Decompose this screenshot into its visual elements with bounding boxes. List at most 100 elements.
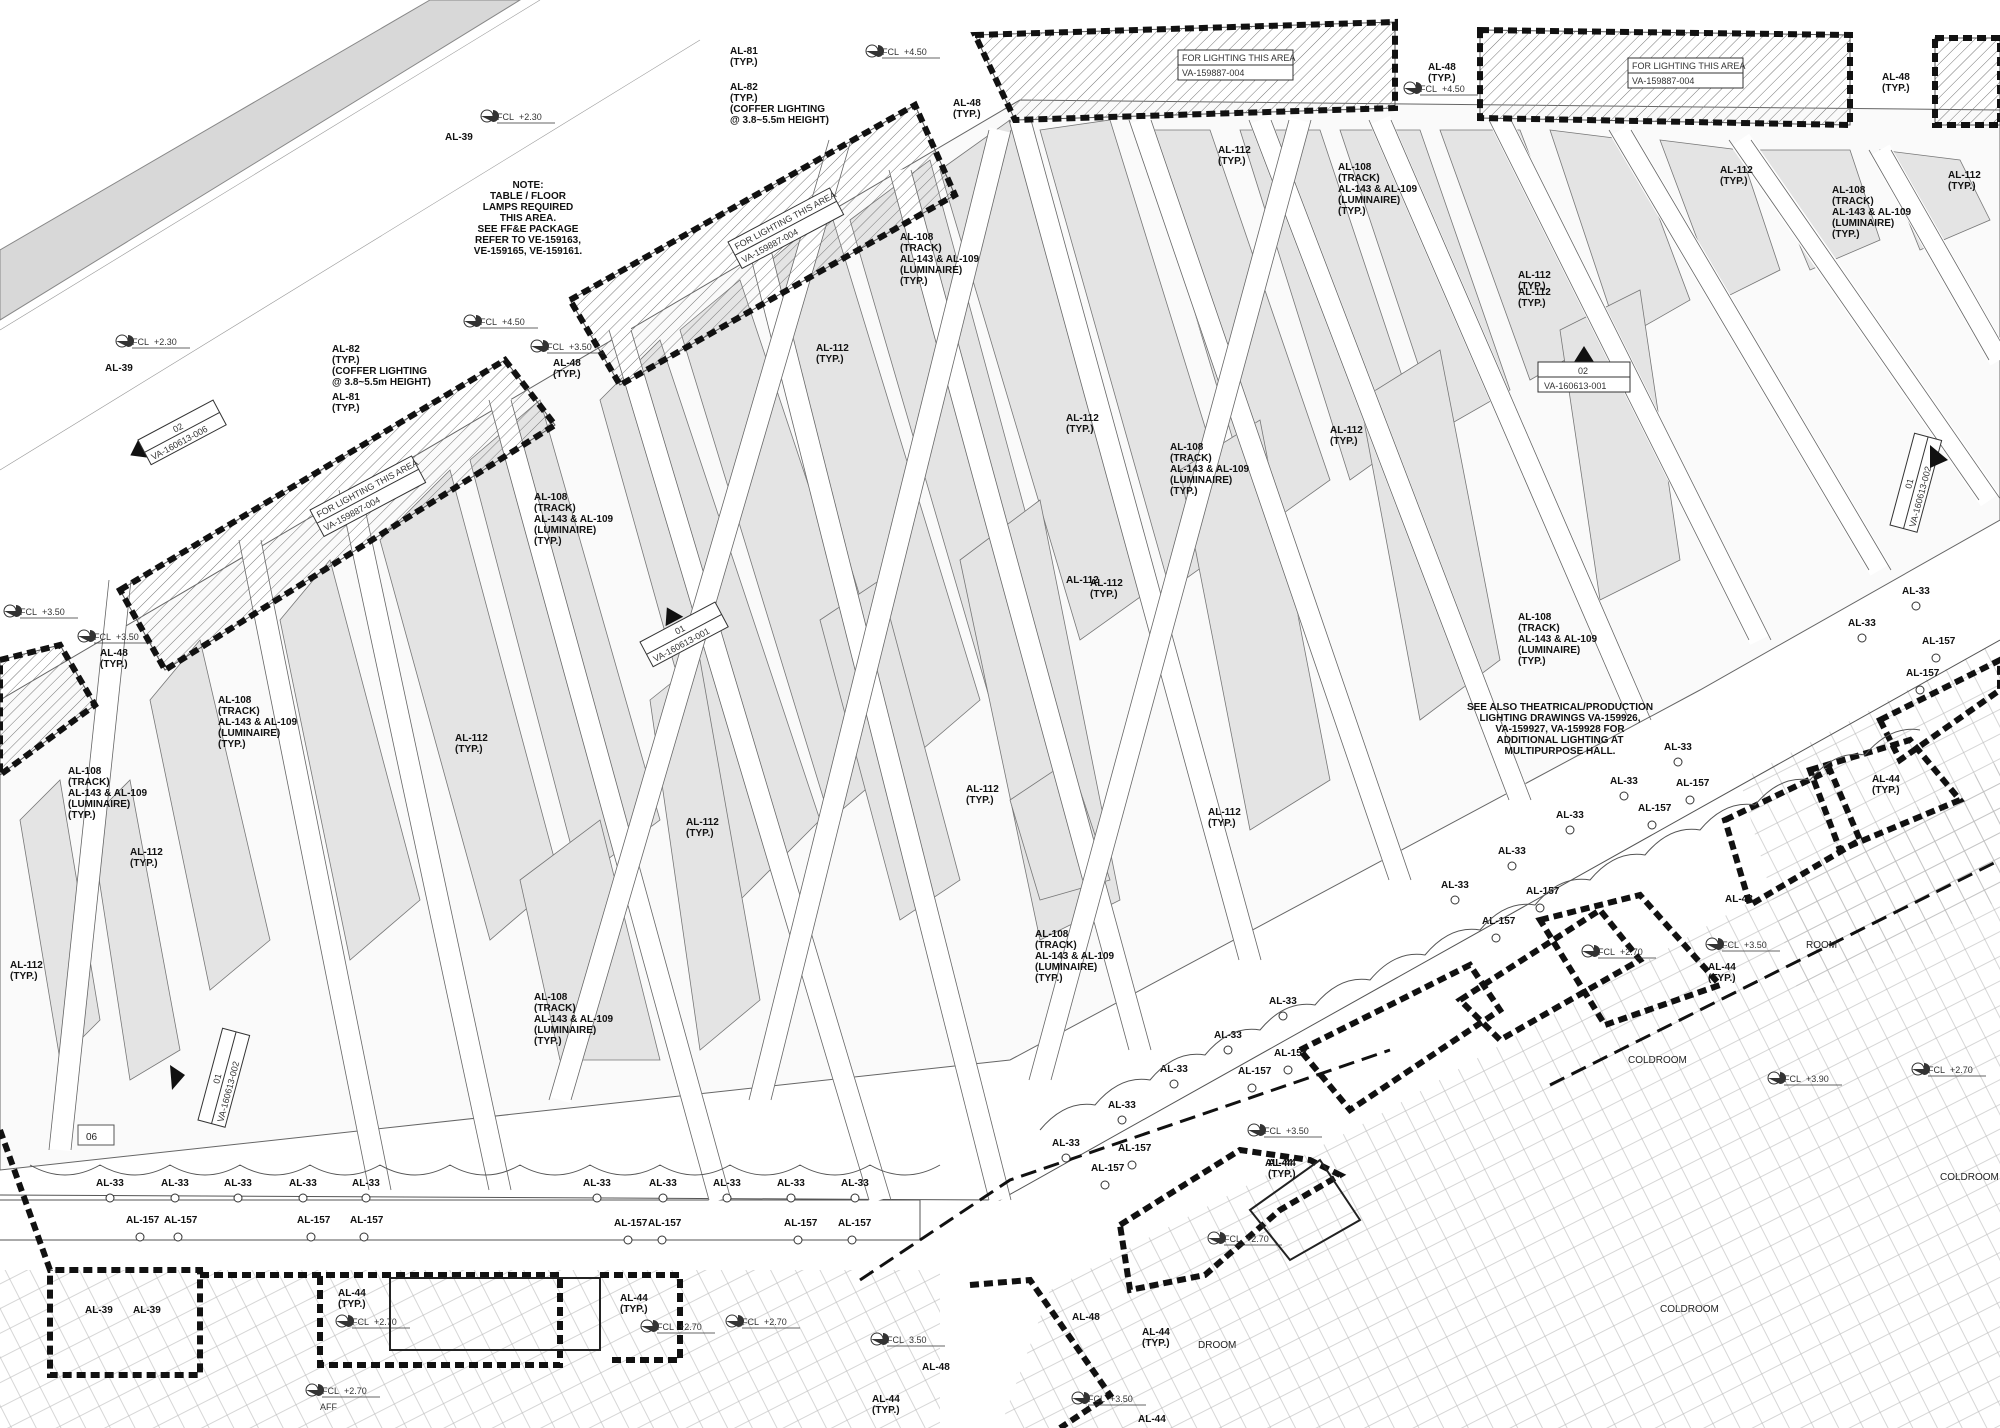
label-al112-6-typ: (TYP.) xyxy=(1066,424,1094,435)
fixture-label: AL-157 xyxy=(164,1215,198,1226)
fixture-label: AL-33 xyxy=(224,1178,252,1189)
svg-text:AL-143 & AL-109: AL-143 & AL-109 xyxy=(1518,634,1598,645)
beam xyxy=(1029,117,1311,1083)
fixture-label: AL-157 xyxy=(1526,886,1560,897)
svg-text:(TYP.): (TYP.) xyxy=(218,739,246,750)
label-al44-b-typ: (TYP.) xyxy=(620,1304,648,1315)
fixture-symbol xyxy=(1647,820,1657,830)
svg-text:(LUMINAIRE): (LUMINAIRE) xyxy=(534,1025,596,1036)
fixture-symbol xyxy=(623,1235,633,1245)
svg-text:AL-143 & AL-109: AL-143 & AL-109 xyxy=(68,788,148,799)
fcl-value: +2.30 xyxy=(519,112,542,122)
fixture-label: AL-33 xyxy=(649,1178,677,1189)
beam xyxy=(889,167,1151,1053)
svg-text:(TYP.): (TYP.) xyxy=(1170,486,1198,497)
svg-text:LIGHTING DRAWINGS VA-159926,: LIGHTING DRAWINGS VA-159926, xyxy=(1480,713,1641,724)
label-coffer-height: @ 3.8~5.5m HEIGHT) xyxy=(730,115,829,126)
beam xyxy=(489,397,731,1203)
svg-text:AL-108: AL-108 xyxy=(534,492,568,503)
label-al44-a-typ: (TYP.) xyxy=(338,1299,366,1310)
label-al112-14: AL-112 xyxy=(1208,807,1241,818)
svg-text:(TRACK): (TRACK) xyxy=(1518,623,1560,634)
beam-edge xyxy=(338,489,490,1191)
section-arrow-e xyxy=(170,1065,185,1090)
room-droom-a: DROOM xyxy=(1198,1340,1236,1351)
fcl-marker-fill xyxy=(1072,1392,1090,1404)
svg-text:01: 01 xyxy=(1903,477,1915,489)
label-al112-4: AL-112 xyxy=(1518,287,1551,298)
label-al108-b: AL-108 (TRACK) AL-143 & AL-109 (LUMINAIR… xyxy=(1832,185,1912,240)
label-al81-typ: (TYP.) xyxy=(730,57,758,68)
fixture-symbol xyxy=(306,1232,316,1242)
beam-edge xyxy=(770,129,1012,1101)
fixture-label: AL-33 xyxy=(1269,996,1297,1007)
label-al108-k: AL-112 (TYP.) xyxy=(1518,270,1551,292)
label-al44-e: AL-44 xyxy=(1268,1158,1296,1169)
svg-text:AL-108: AL-108 xyxy=(900,232,934,243)
label-al39-c: AL-39 xyxy=(85,1305,113,1316)
label-al112-1-typ: (TYP.) xyxy=(1218,156,1246,167)
beam-edge xyxy=(1608,129,1870,571)
fcl-marker-fill xyxy=(1248,1124,1266,1136)
fixture-symbol xyxy=(170,1193,180,1203)
beam-edge xyxy=(238,539,370,1191)
skylight-panel xyxy=(89,779,181,1081)
label-al112-5: AL-112 xyxy=(816,343,849,354)
beam xyxy=(339,487,511,1193)
room-coldroom-b: COLDROOM xyxy=(1940,1172,1999,1183)
label-al44-h: AL-44 xyxy=(1265,1158,1293,1169)
room-coldroom-a: COLDROOM xyxy=(1628,1055,1687,1066)
fcl-label: FCL xyxy=(1264,1126,1281,1136)
fcl-label: FCL xyxy=(657,1322,674,1332)
fixture-symbol xyxy=(1127,1160,1137,1170)
svg-text:AL-143 & AL-109: AL-143 & AL-109 xyxy=(1035,951,1115,962)
svg-text:(LUMINAIRE): (LUMINAIRE) xyxy=(900,265,962,276)
fcl-marker-fill xyxy=(1912,1063,1930,1075)
fixture-label: AL-33 xyxy=(1052,1138,1080,1149)
fixture-label: AL-157 xyxy=(126,1215,160,1226)
fixture-label: AL-33 xyxy=(713,1178,741,1189)
fcl-marker-fill xyxy=(726,1315,744,1327)
fixture-label: AL-33 xyxy=(96,1178,124,1189)
beam-edge xyxy=(1510,119,1772,641)
fcl-marker-fill xyxy=(1768,1072,1786,1084)
label-al82: AL-82 xyxy=(730,82,758,93)
svg-text:(TYP.): (TYP.) xyxy=(1518,281,1546,292)
label-al112-1: AL-112 xyxy=(1218,145,1251,156)
fixture-symbol xyxy=(298,1193,308,1203)
fixture-label: AL-157 xyxy=(350,1215,384,1226)
label-coffer: (COFFER LIGHTING xyxy=(730,104,825,115)
grid-tag: 06 xyxy=(77,1124,115,1146)
label-al48-f: AL-48 xyxy=(1725,894,1753,905)
label-al44-f-typ: (TYP.) xyxy=(1708,973,1736,984)
svg-text:(TYP.): (TYP.) xyxy=(68,810,96,821)
label-al44-a: AL-44 xyxy=(338,1288,366,1299)
fixture-symbol xyxy=(1491,933,1501,943)
svg-text:(TRACK): (TRACK) xyxy=(534,1003,576,1014)
fixture-label: AL-157 xyxy=(838,1218,872,1229)
fixture-symbol xyxy=(847,1235,857,1245)
fcl-value: +2.70 xyxy=(679,1322,702,1332)
fcl-label: FCL xyxy=(887,1335,904,1345)
label-al48-b-typ: (TYP.) xyxy=(553,369,581,380)
svg-text:(LUMINAIRE): (LUMINAIRE) xyxy=(1832,218,1894,229)
fcl-value: +3.50 xyxy=(1744,940,1767,950)
label-al108-h: AL-108 (TRACK) AL-143 & AL-109 (LUMINAIR… xyxy=(68,766,148,821)
fixture-symbol xyxy=(786,1193,796,1203)
fixture-label: AL-33 xyxy=(1664,742,1692,753)
label-al112-2: AL-112 xyxy=(1720,165,1753,176)
fixture-label: AL-157 xyxy=(648,1218,682,1229)
svg-text:TABLE / FLOOR: TABLE / FLOOR xyxy=(490,191,567,202)
svg-text:AL-108: AL-108 xyxy=(1832,185,1866,196)
label-al48-e-typ: (TYP.) xyxy=(1882,83,1910,94)
svg-text:AL-108: AL-108 xyxy=(1518,612,1552,623)
label-al48-a-typ: (TYP.) xyxy=(953,109,981,120)
beam-edge xyxy=(630,329,892,1201)
fcl-marker-fill xyxy=(481,110,499,122)
fcl-label: FCL xyxy=(742,1317,759,1327)
fcl-value: +4.50 xyxy=(502,317,525,327)
svg-text:VE-159165, VE-159161.: VE-159165, VE-159161. xyxy=(474,246,583,257)
skylight-panel xyxy=(519,819,661,1061)
theatrical-lighting-note: SEE ALSO THEATRICAL/PRODUCTION LIGHTING … xyxy=(1467,702,1653,757)
label-al112-2-typ: (TYP.) xyxy=(1720,176,1748,187)
